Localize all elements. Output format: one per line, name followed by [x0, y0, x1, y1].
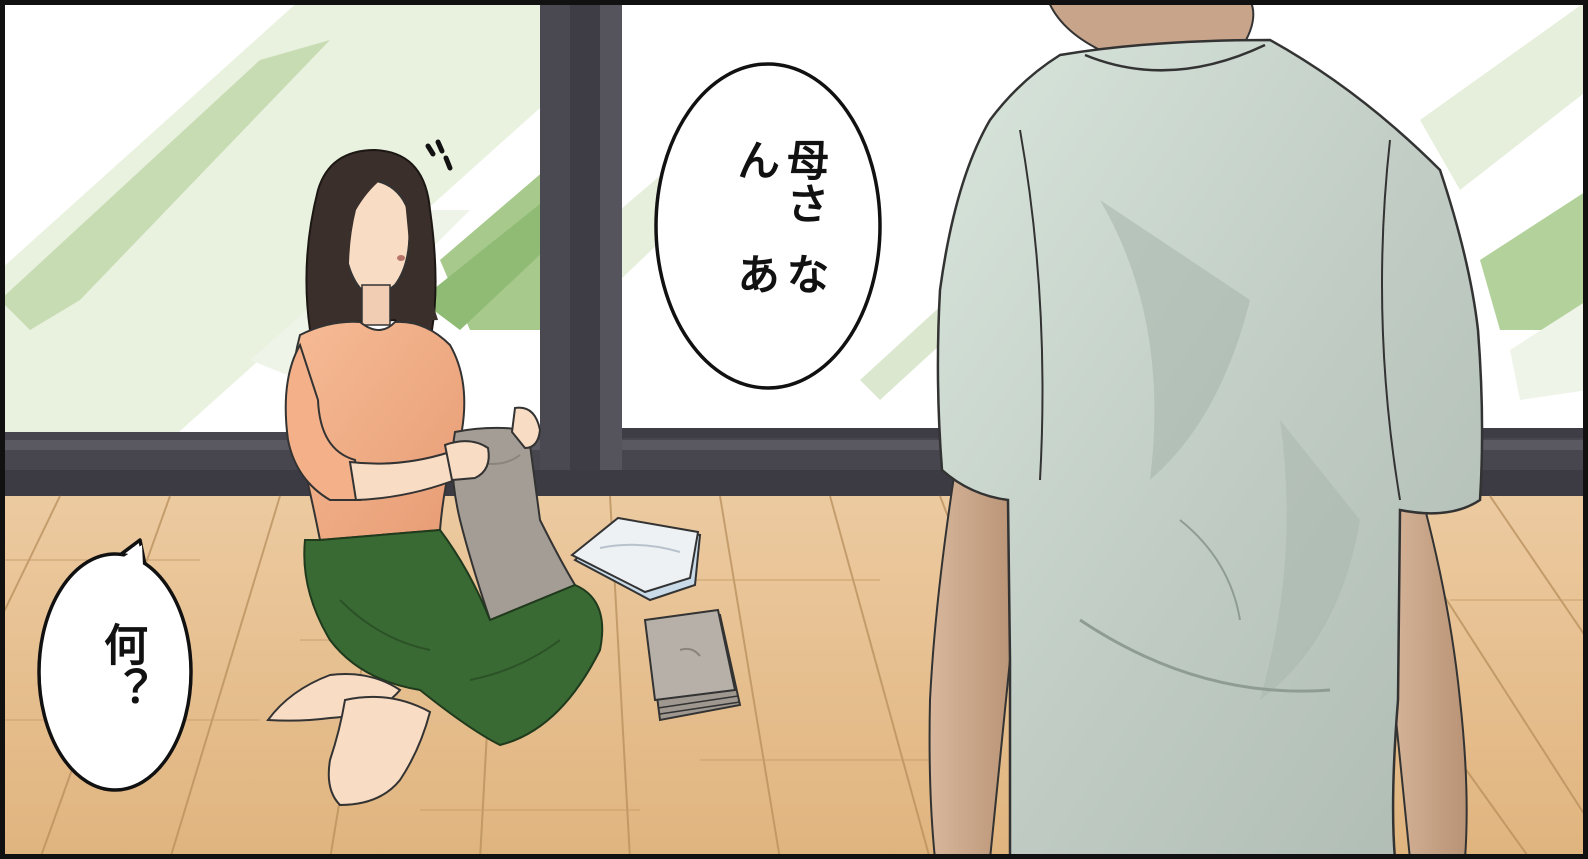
- mother-character: [266, 139, 604, 807]
- speech-bubble-2-text: 何？: [96, 622, 147, 712]
- speech-line: 母さん: [729, 138, 829, 226]
- speech-bubble-1-text: なあ 母さん: [712, 138, 829, 328]
- speech-bubble-1: [654, 62, 882, 390]
- son-character: [928, 0, 1484, 859]
- speech-line: なあ: [729, 252, 829, 296]
- folded-laundry: [570, 516, 742, 722]
- speech-bubble-2: [37, 538, 193, 792]
